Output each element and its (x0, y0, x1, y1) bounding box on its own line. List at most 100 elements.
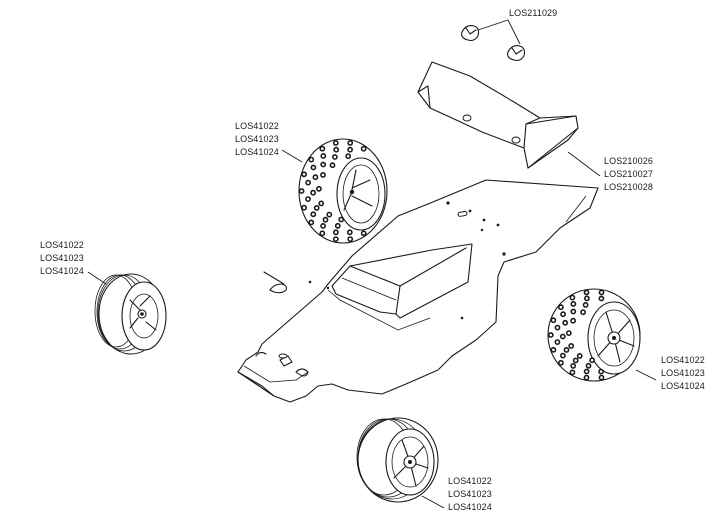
tire-stud (319, 145, 326, 152)
tire-stud (308, 219, 315, 226)
tire-stud (301, 204, 307, 211)
part-number: LOS41024 (40, 266, 84, 276)
tire-stud (570, 300, 577, 307)
tire-stud (583, 289, 590, 296)
tire-stud (315, 185, 322, 192)
callout-rear-right-wheel: LOS41022 LOS41023 LOS41024 (661, 354, 705, 393)
tire-stud (320, 152, 327, 159)
tire-stud (569, 294, 576, 301)
part-number: LOS210027 (604, 169, 653, 179)
part-number: LOS41022 (661, 355, 705, 365)
tire-stud (319, 230, 326, 237)
tire-stud (310, 189, 316, 196)
part-number: LOS41023 (235, 134, 279, 144)
tire-stud (347, 139, 354, 146)
tire-stud (334, 222, 341, 229)
part-number: LOS210028 (604, 182, 653, 192)
tire-stud (585, 362, 592, 369)
callout-front-right-wheel: LOS41022 LOS41023 LOS41024 (448, 475, 492, 514)
tire-stud (558, 304, 564, 311)
rear-left-wheel (298, 138, 388, 244)
part-number: LOS41023 (40, 253, 84, 263)
front-right-wheel (356, 417, 439, 503)
tire-stud (589, 357, 595, 364)
callout-clips: LOS211029 (509, 7, 557, 20)
tire-stud (331, 154, 338, 160)
tire-stud (560, 311, 566, 318)
tire-stud (308, 156, 315, 163)
tire-stud (332, 229, 339, 236)
tire-stud (569, 369, 576, 376)
tire-stud (550, 317, 557, 324)
tire-stud (313, 204, 320, 211)
tire-stud (560, 352, 566, 359)
tire-stud (301, 171, 307, 178)
body-shell (237, 179, 599, 403)
part-number: LOS41024 (448, 502, 492, 512)
tire-stud (318, 200, 325, 207)
callout-rear-left-wheel: LOS41022 LOS41023 LOS41024 (235, 120, 279, 159)
part-number: LOS41022 (235, 121, 279, 131)
body-clips (461, 19, 526, 62)
part-number: LOS41023 (448, 489, 492, 499)
tire-stud (338, 216, 345, 223)
part-number: LOS41022 (40, 240, 84, 250)
tire-stud (347, 236, 354, 242)
tire-stud (320, 161, 327, 168)
tire-stud (563, 346, 570, 353)
callout-front-left-wheel: LOS41022 LOS41023 LOS41024 (40, 239, 84, 278)
rear-wing (417, 61, 579, 169)
tire-stud (312, 174, 319, 181)
tire-stud (570, 308, 577, 315)
part-number: LOS41024 (661, 381, 705, 391)
tire-stud (598, 289, 605, 296)
part-number: LOS211029 (509, 8, 558, 18)
tire-stud (583, 374, 590, 381)
part-number: LOS41023 (661, 368, 705, 378)
rear-right-wheel (547, 288, 641, 382)
tire-stud (568, 342, 575, 349)
part-number: LOS41024 (235, 147, 279, 157)
tire-stud (547, 332, 554, 338)
tire-stud (570, 317, 576, 324)
tire-stud (570, 362, 577, 369)
tire-stud (584, 295, 590, 302)
tire-stud (332, 236, 339, 242)
callout-wing: LOS210026 LOS210027 LOS210028 (604, 155, 653, 194)
tire-stud (329, 162, 336, 169)
tire-stud (598, 295, 605, 302)
tire-stud (305, 179, 311, 186)
tire-stud (347, 146, 353, 153)
tire-stud (320, 222, 326, 229)
tire-stud (576, 352, 583, 359)
tire-stud (346, 229, 353, 236)
tire-stud (360, 230, 367, 237)
tire-stud (333, 146, 340, 153)
tire-stud (326, 211, 333, 218)
tire-stud (562, 319, 569, 326)
tire-stud (360, 145, 367, 152)
tire-stud (598, 368, 604, 375)
front-left-wheel (94, 273, 167, 355)
tire-stud (598, 374, 605, 381)
tire-stud (580, 309, 586, 316)
part-number: LOS41022 (448, 476, 492, 486)
tire-stud (582, 301, 589, 308)
tire-stud (550, 346, 557, 353)
tire-stud (345, 153, 352, 160)
tire-stud (298, 188, 305, 194)
tire-stud (554, 339, 561, 345)
tire-stud (559, 333, 566, 340)
tire-stud (320, 171, 326, 178)
leader-lines (87, 149, 657, 509)
tire-stud (583, 368, 590, 375)
part-number: LOS210026 (604, 156, 653, 166)
tire-stud (310, 211, 317, 218)
tire-stud (305, 196, 311, 202)
tire-stud (322, 216, 329, 223)
tire-stud (310, 164, 317, 171)
tire-stud (554, 324, 561, 331)
tire-stud (558, 359, 564, 366)
